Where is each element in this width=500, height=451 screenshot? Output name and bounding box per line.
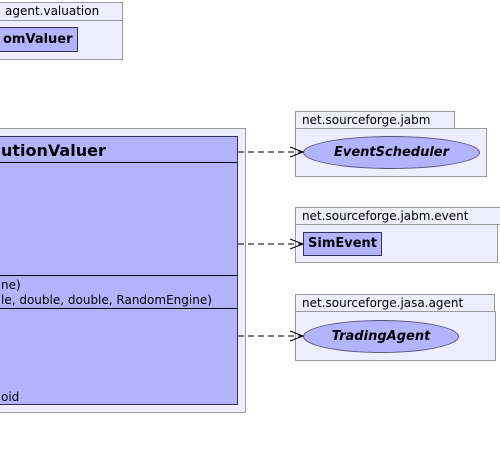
class-main-valuer[interactable]: utionValuer ne) le, double, double, Rand… <box>0 136 238 405</box>
interface-event-scheduler[interactable]: EventScheduler <box>303 136 480 169</box>
interface-name-trading-agent: TradingAgent <box>331 329 431 344</box>
arrowhead-trading-agent <box>289 330 305 342</box>
arrowhead-sim-event <box>289 238 305 250</box>
interface-name-event-scheduler: EventScheduler <box>333 145 450 160</box>
class-name-sim-event: SimEvent <box>308 236 378 251</box>
operation-3: oid <box>1 390 20 404</box>
operation-2: le, double, double, RandomEngine) <box>1 293 212 307</box>
operations-separator <box>0 308 237 309</box>
attributes-separator-top <box>0 162 237 163</box>
arrowhead-event-scheduler <box>289 146 305 158</box>
attributes-separator-bottom <box>0 275 237 276</box>
class-name-main-valuer: utionValuer <box>1 141 106 160</box>
class-random-valuer[interactable]: omValuer <box>0 27 78 52</box>
class-name-random-valuer: omValuer <box>3 32 73 47</box>
interface-trading-agent[interactable]: TradingAgent <box>303 320 459 353</box>
package-label-valuation: agent.valuation <box>5 4 100 18</box>
class-sim-event[interactable]: SimEvent <box>303 232 382 256</box>
package-label-jasa-agent: net.sourceforge.jasa.agent <box>302 296 464 310</box>
package-label-jabm-event: net.sourceforge.jabm.event <box>302 209 469 223</box>
package-label-jabm: net.sourceforge.jabm <box>302 113 431 127</box>
operation-1: ne) <box>1 278 21 292</box>
